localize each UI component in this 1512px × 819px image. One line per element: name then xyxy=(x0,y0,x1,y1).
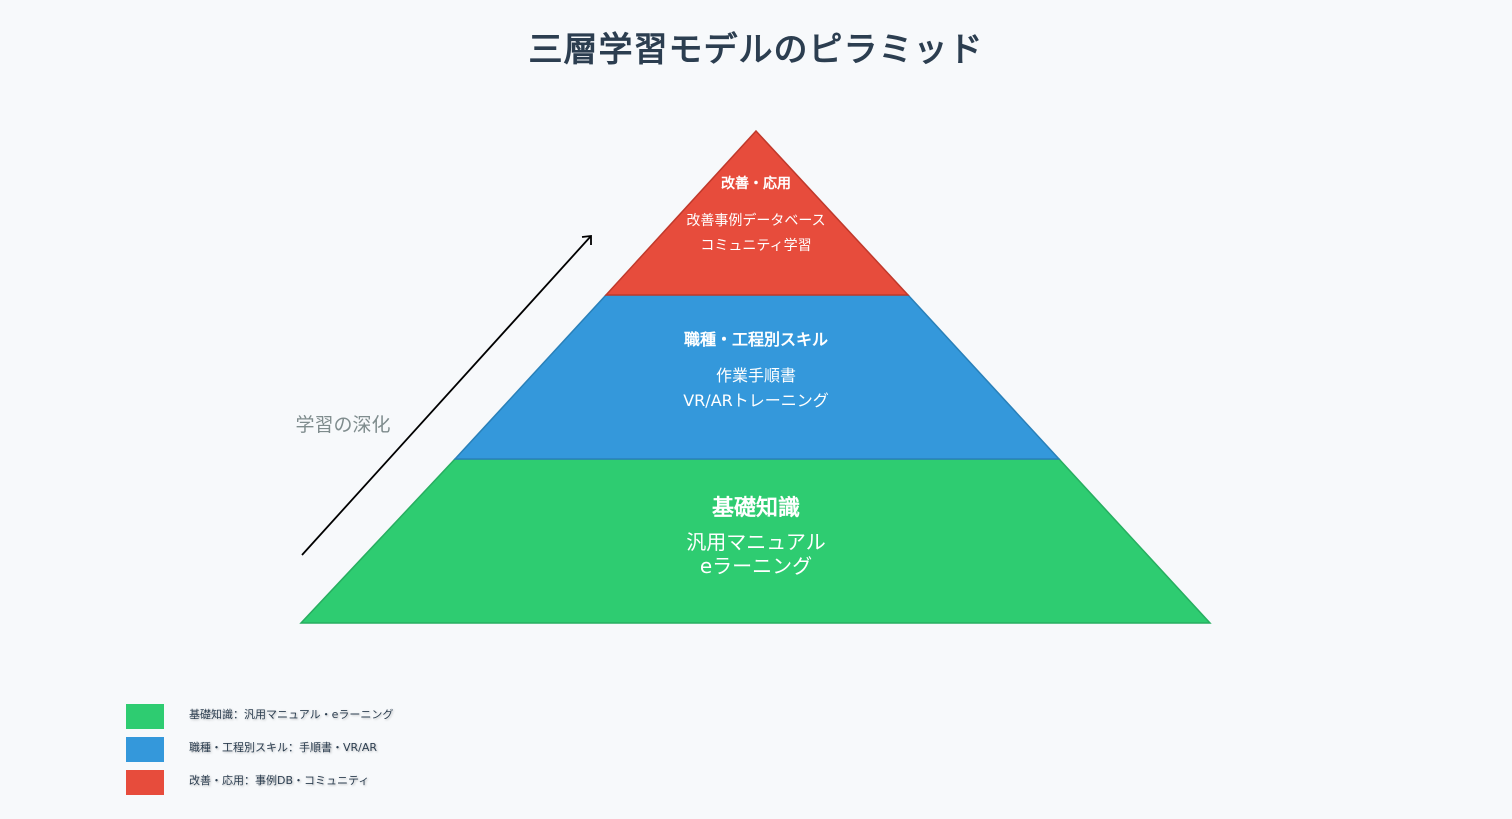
page-title: 三層学習モデルのピラミッド xyxy=(528,30,984,70)
top-layer-line1: 改善事例データベース xyxy=(686,212,825,229)
bottom-layer-line2: eラーニング xyxy=(700,554,812,578)
learning-depth-arrow xyxy=(301,235,592,556)
legend-swatch-green xyxy=(126,704,164,729)
top-layer-line2: コミュニティ学習 xyxy=(700,238,811,254)
bottom-layer-title: 基礎知識 xyxy=(712,495,800,521)
legend-label: 職種・工程別スキル：手順書・VR/AR xyxy=(189,741,378,754)
legend-label: 基礎知識：汎用マニュアル・eラーニング xyxy=(189,708,394,721)
pyramid-layer-top xyxy=(604,129,910,296)
middle-layer-line2: VR/ARトレーニング xyxy=(683,391,829,410)
bottom-layer-line1: 汎用マニュアル xyxy=(686,530,825,554)
middle-layer-line1: 作業手順書 xyxy=(716,366,796,385)
middle-layer-title: 職種・工程別スキル xyxy=(684,330,828,349)
legend-label: 改善・応用：事例DB・コミュニティ xyxy=(189,774,370,787)
arrow-label: 学習の深化 xyxy=(295,414,390,436)
top-layer-title: 改善・応用 xyxy=(721,175,791,192)
arrow-head-icon xyxy=(581,234,592,245)
legend-swatch-blue xyxy=(126,737,164,762)
legend-swatch-red xyxy=(126,770,164,795)
